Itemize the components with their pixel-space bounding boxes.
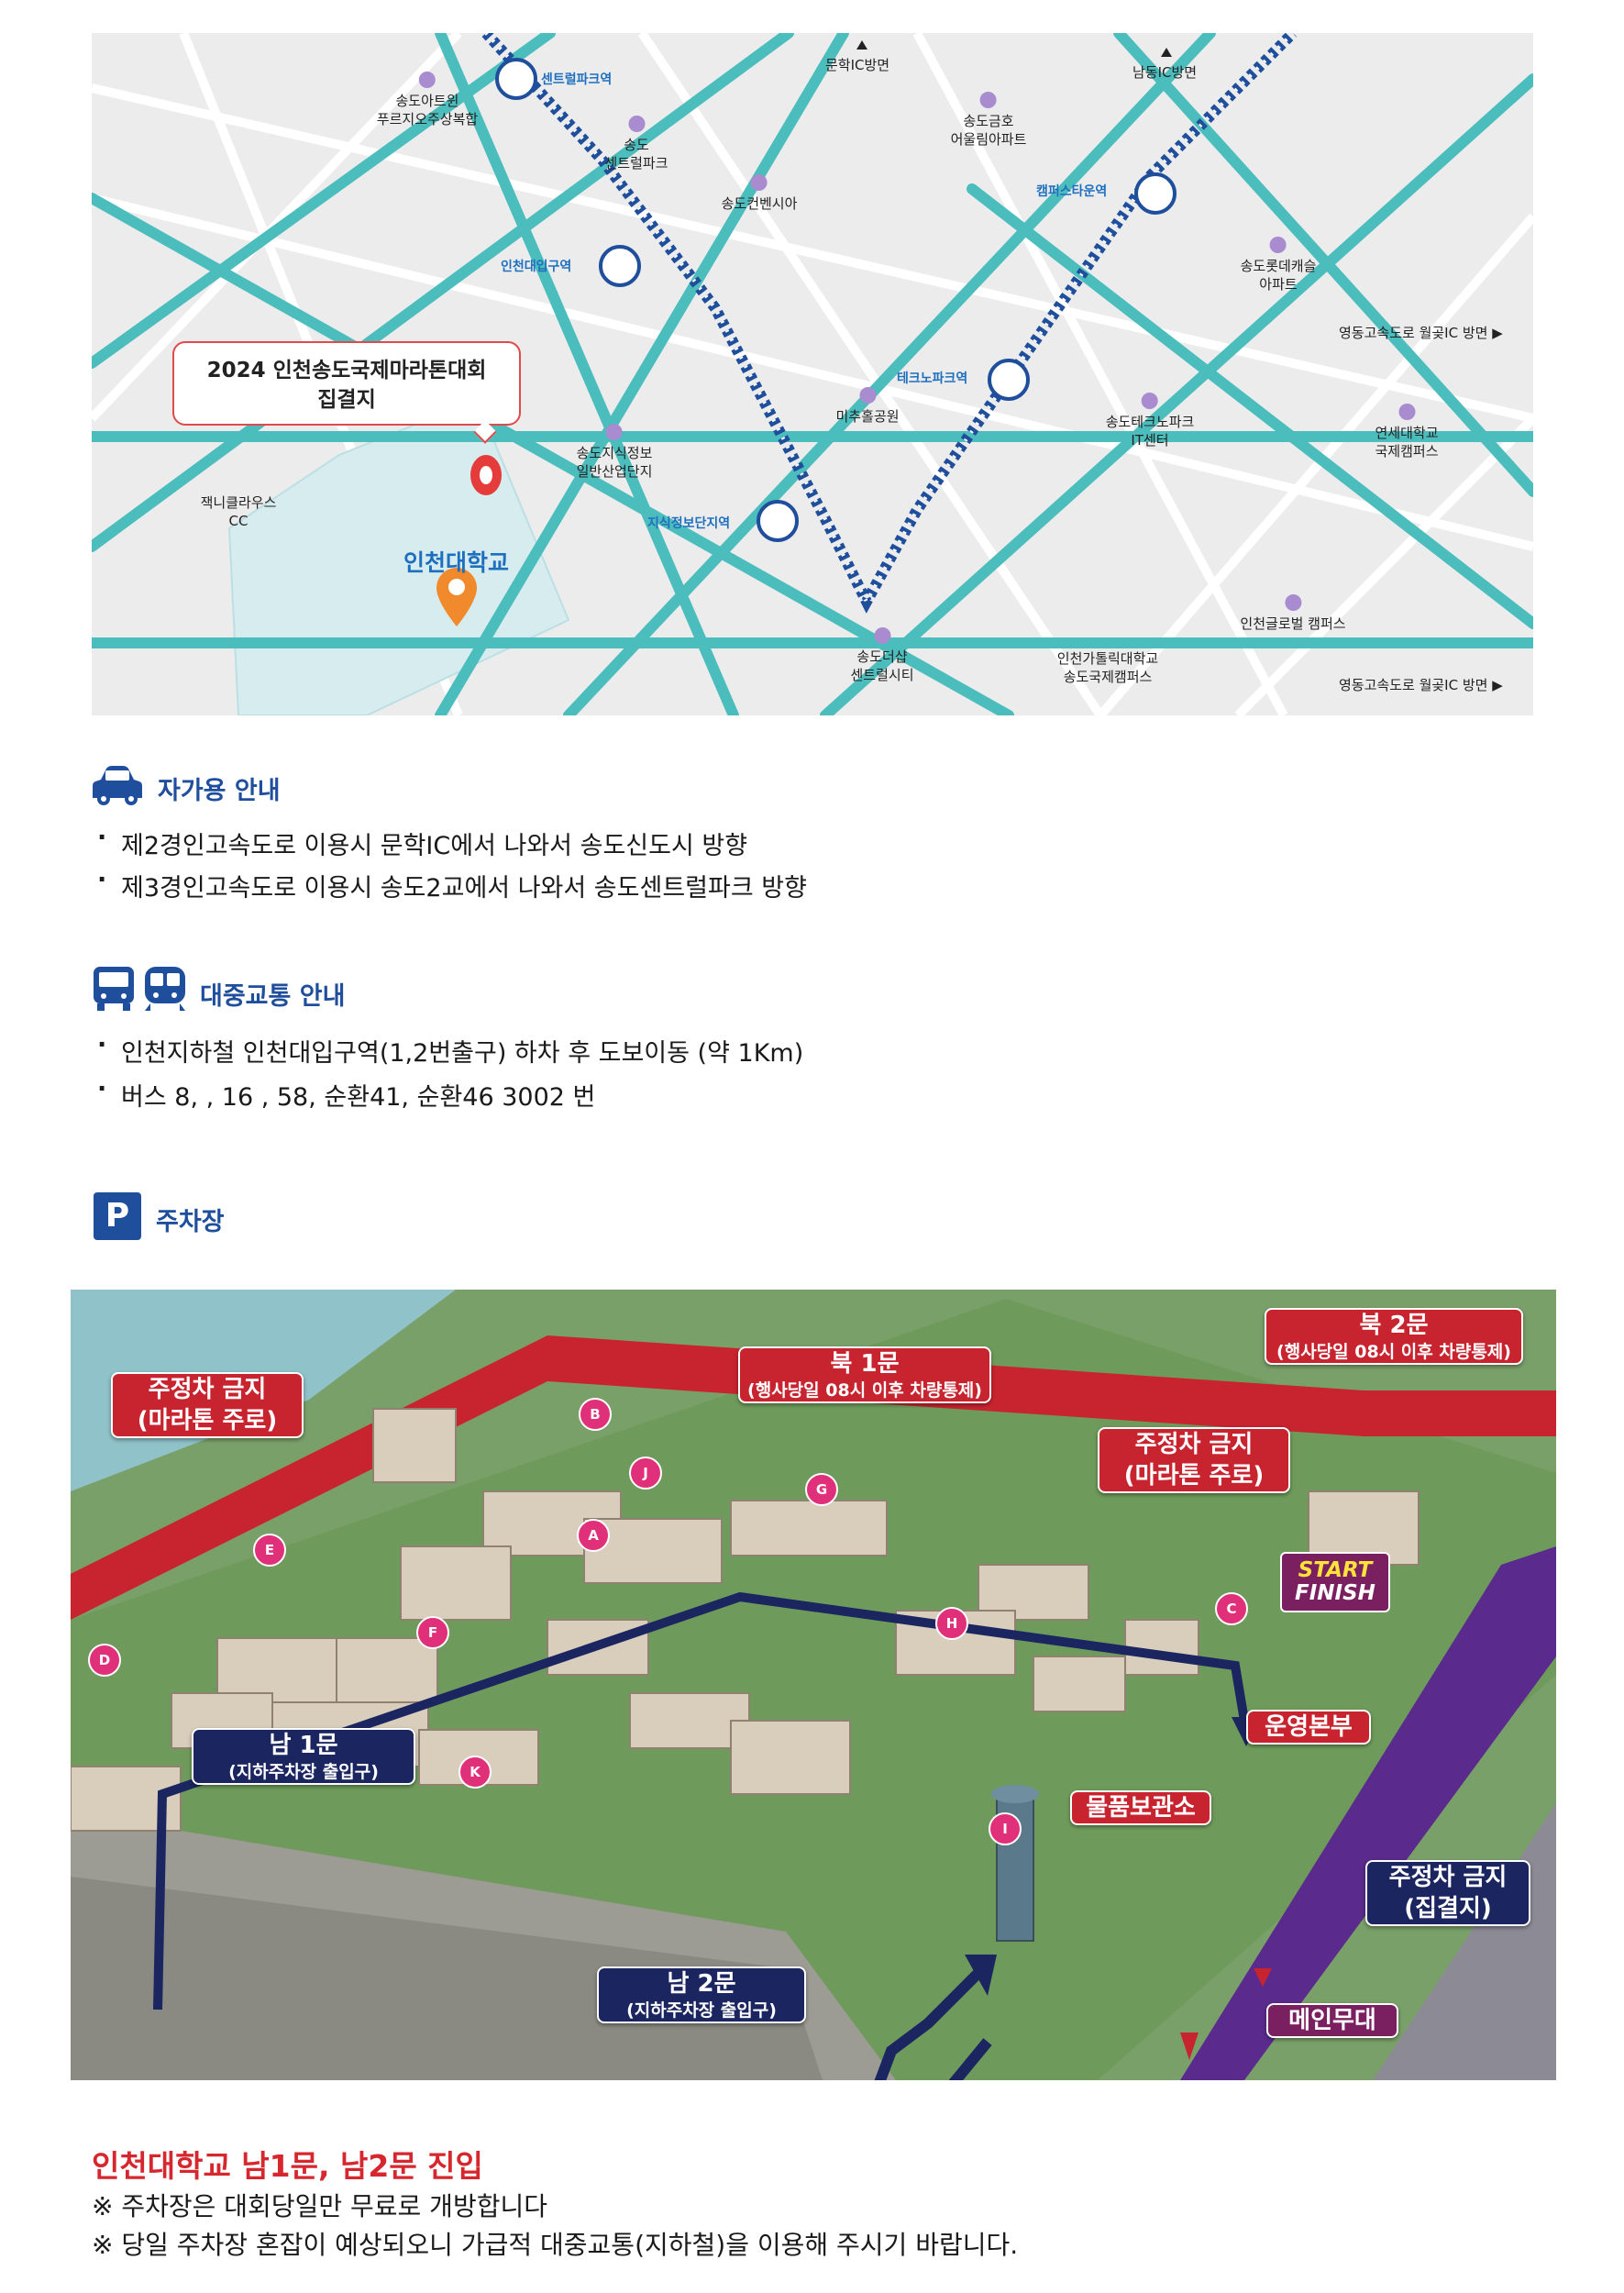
finish-label: FINISH [1295,1581,1375,1605]
poi-dot [1141,393,1158,409]
location-map: 2024 인천송도국제마라톤대회 집결지 인천대학교 센트럴파크역 인천대입구역… [92,33,1533,715]
parking-note-1: ※ 주차장은 대회당일만 무료로 개방합니다 [92,2191,547,2221]
north-gate-2-tag: 북 2문 (행사당일 08시 이후 차량통제) [1265,1308,1523,1365]
transit-section-title: 대중교통 안내 [200,982,346,1011]
poi-dot [1270,237,1287,253]
building-pin-i: I [989,1812,1022,1845]
car-item-2: 제3경인고속도로 이용시 송도2교에서 나와서 송도센트럴파크 방향 [97,866,807,903]
callout-subtitle: 집결지 [317,388,376,412]
building-pin-d: D [88,1644,121,1677]
building-pin-b: B [579,1398,612,1431]
poi-dot [627,116,645,132]
no-parking-marathon-left-tag: 주정차 금지 (마라톤 주로) [111,1372,304,1438]
bus-subway-icon [94,967,185,1011]
no-parking-marathon-right-tag: 주정차 금지 (마라톤 주로) [1098,1427,1290,1493]
building-pin-k: K [458,1756,492,1789]
car-item-1: 제2경인고속도로 이용시 문학IC에서 나와서 송도신도시 방향 [97,824,747,861]
station-knowledge-complex: 지식정보단지역 [647,516,731,531]
parking-note-2: ※ 당일 주차장 혼잡이 예상되오니 가급적 대중교통(지하철)을 이용해 주시… [92,2230,1019,2260]
north-gate-1-tag: 북 1문 (행사당일 08시 이후 차량통제) [738,1346,991,1403]
operations-hq-tag: 운영본부 [1246,1710,1371,1745]
south-gate-2-tag: 남 2문 (지하주차장 출입구) [597,1966,806,2023]
building-pin-h: H [935,1607,968,1640]
parking-illustration [71,1290,1556,2080]
transit-item-1: 인천지하철 인천대입구역(1,2번출구) 하차 후 도보이동 (약 1Km) [97,1031,803,1069]
building-pin-a: A [577,1519,610,1552]
building-pin-c: C [1215,1592,1248,1625]
direction-munhak: 문학IC방면 [825,57,890,73]
poi-convensia: 송도컨벤시아 [722,174,797,213]
start-finish-badge: START FINISH [1280,1552,1390,1612]
campus-name: 인천대학교 [403,549,510,576]
poi-michuhol-park: 미추홀공원 [835,387,900,426]
direction-yeongdong-2: 영동고속도로 월곶IC 방면 ▶ [1339,677,1503,693]
poi-dot [980,92,997,108]
poi-dot [1284,594,1301,611]
station-central-park: 센트럴파크역 [541,72,613,87]
parking-icon: P [94,1192,141,1240]
parking-map: 주정차 금지 (마라톤 주로) 북 1문 (행사당일 08시 이후 차량통제) … [71,1290,1556,2080]
poi-dot [751,174,768,191]
callout-title: 2024 인천송도국제마라톤대회 [206,359,487,382]
assembly-callout: 2024 인천송도국제마라톤대회 집결지 [172,341,521,444]
direction-yeongdong-1: 영동고속도로 월곶IC 방면 ▶ [1339,325,1503,341]
parking-section-title: 주차장 [156,1208,225,1236]
start-label: START [1298,1558,1373,1582]
car-section-title: 자가용 안내 [158,777,281,805]
no-parking-assembly-tag: 주정차 금지 (집결지) [1365,1860,1530,1926]
poi-dot [419,72,436,88]
map-roads [92,33,1533,715]
station-incheon-univ: 인천대입구역 [501,260,572,274]
building-pin-e: E [253,1534,286,1567]
building-pin-j: J [629,1457,662,1490]
car-icon [93,766,142,805]
poi-dot [1398,404,1415,420]
poi-dot [230,473,247,490]
direction-namdong: 남동IC방면 [1132,64,1198,81]
poi-global-campus: 인천글로벌 캠퍼스 [1240,594,1346,633]
station-technopark: 테크노파크역 [897,371,968,386]
entry-gate-title: 인천대학교 남1문, 남2문 진입 [92,2148,483,2184]
station-campus-town: 캠퍼스타운역 [1036,184,1108,199]
south-gate-1-tag: 남 1문 (지하주차장 출입구) [192,1728,415,1785]
transit-item-2: 버스 8, , 16 , 58, 순환41, 순환46 3002 번 [97,1075,595,1113]
poi-dot [873,627,890,644]
building-pin-f: F [416,1616,449,1649]
poi-dot [606,424,623,440]
main-stage-tag: 메인무대 [1266,2003,1398,2038]
building-pin-g: G [805,1473,838,1506]
baggage-storage-tag: 물품보관소 [1070,1790,1211,1825]
poi-dot [858,387,876,404]
